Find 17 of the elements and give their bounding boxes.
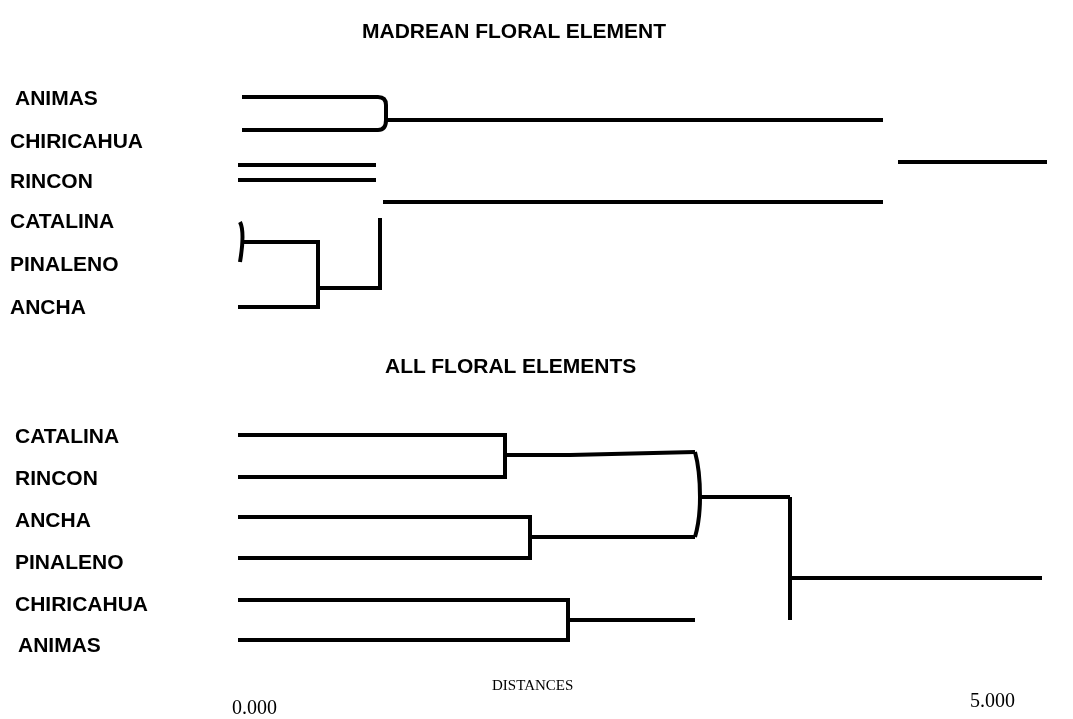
leaf-label: ANCHA	[10, 296, 86, 317]
dendrogram-title: MADREAN FLORAL ELEMENT	[362, 20, 667, 41]
leaf-label: CHIRICAHUA	[10, 130, 143, 151]
leaf-label: ANCHA	[15, 509, 91, 530]
leaf-label: CHIRICAHUA	[15, 593, 148, 614]
leaf-label: ANIMAS	[15, 87, 98, 108]
leaf-label: ANIMAS	[18, 634, 101, 655]
leaf-label: PINALENO	[15, 551, 124, 572]
leaf-label: CATALINA	[10, 210, 115, 231]
axis-tick-label: 0.000	[232, 697, 277, 717]
leaf-label: PINALENO	[10, 253, 119, 274]
dendrogram-title: ALL FLORAL ELEMENTS	[385, 355, 637, 376]
leaf-label: RINCON	[10, 170, 93, 191]
axis-tick-label: 5.000	[970, 690, 1015, 710]
leaf-label: CATALINA	[15, 425, 120, 446]
axis-title: DISTANCES	[492, 678, 574, 693]
leaf-label: RINCON	[15, 467, 98, 488]
